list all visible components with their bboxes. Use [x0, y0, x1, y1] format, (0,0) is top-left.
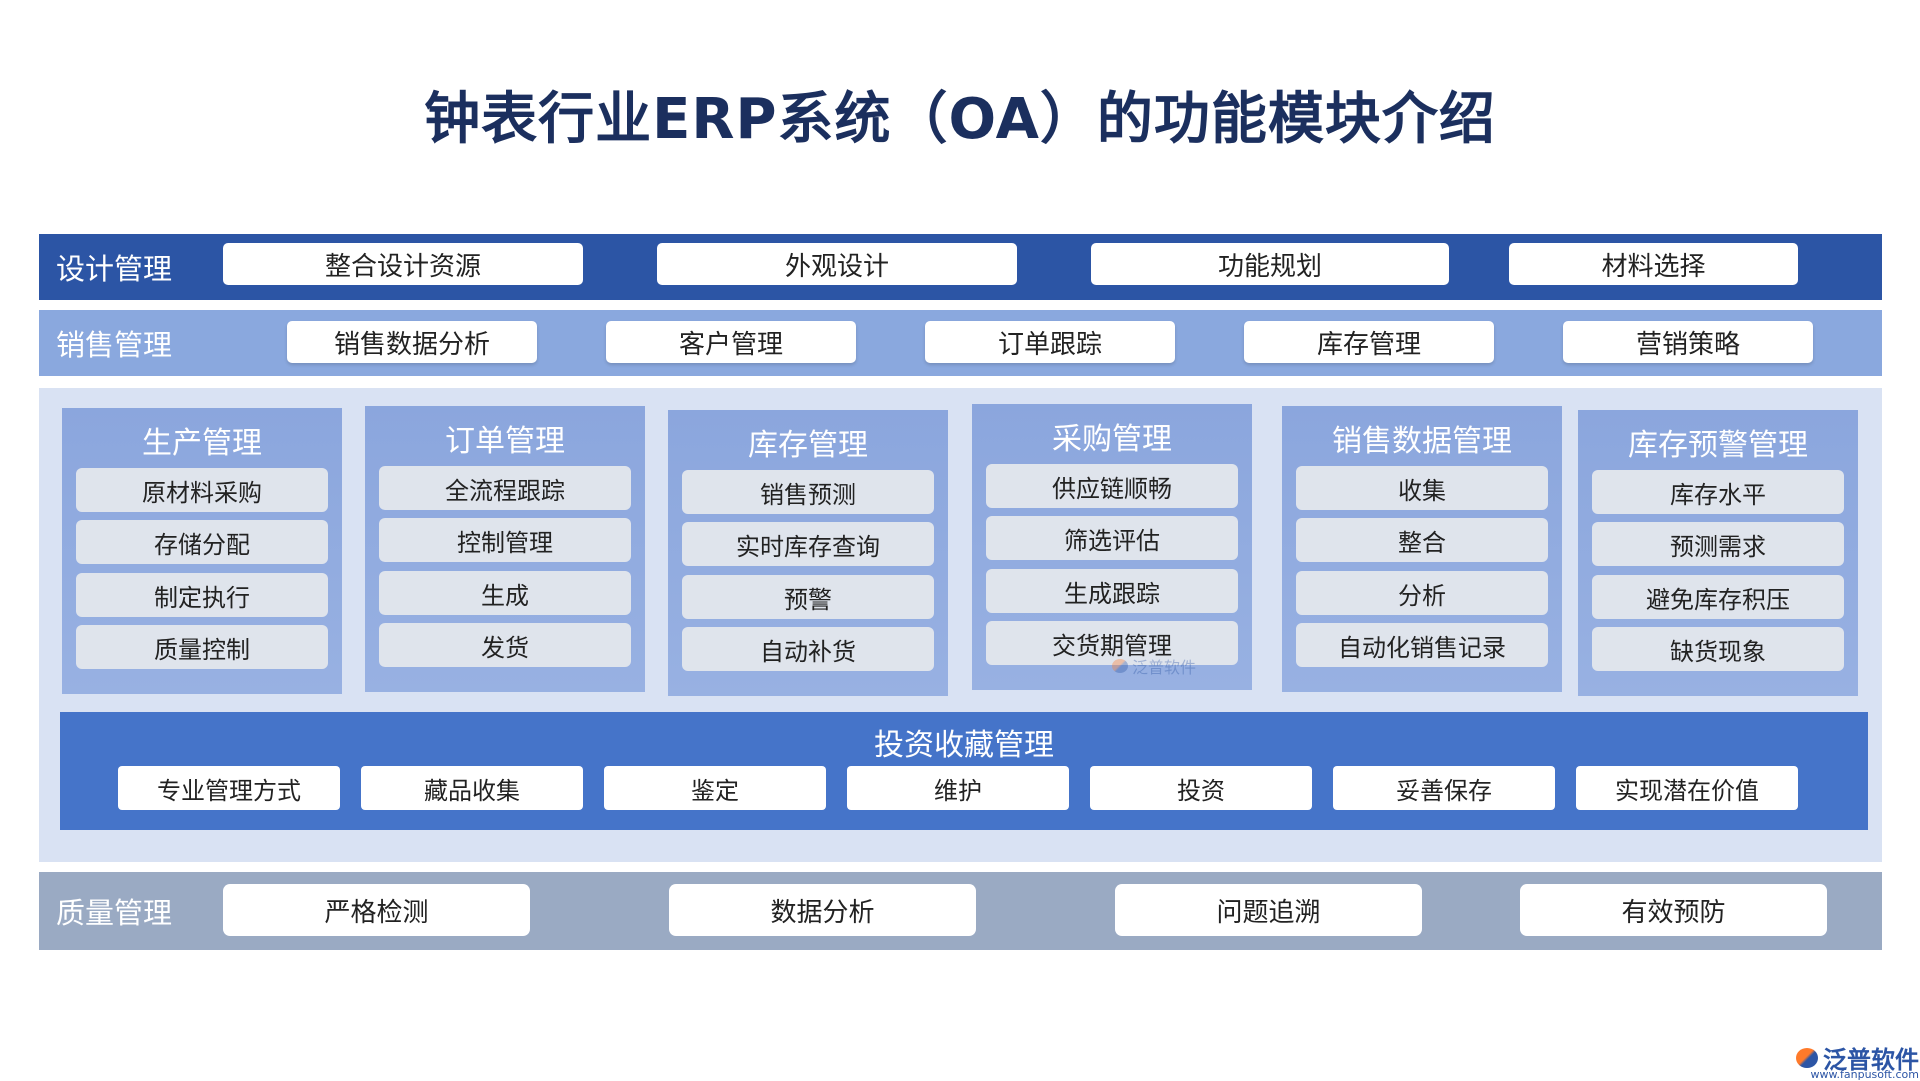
investment-item: 实现潜在价值	[1576, 766, 1798, 810]
module-item: 生成	[379, 571, 631, 615]
module-item: 预测需求	[1592, 522, 1844, 566]
module-item: 发货	[379, 623, 631, 667]
module-item: 供应链顺畅	[986, 464, 1238, 508]
module-title: 库存管理	[748, 428, 868, 463]
module-item: 控制管理	[379, 518, 631, 562]
module-title: 库存预警管理	[1628, 428, 1808, 463]
module-item: 生成跟踪	[986, 569, 1238, 613]
module-item: 自动补货	[682, 627, 934, 671]
quality-item: 数据分析	[669, 884, 976, 936]
module-column-inventory: 库存管理 销售预测 实时库存查询 预警 自动补货	[668, 410, 948, 696]
investment-item: 鉴定	[604, 766, 826, 810]
module-column-purchasing: 采购管理 供应链顺畅 筛选评估 生成跟踪 交货期管理	[972, 404, 1252, 690]
watermark-logo-icon	[1112, 659, 1128, 673]
design-item: 外观设计	[657, 243, 1017, 285]
watermark-text: 泛普软件	[1132, 658, 1197, 677]
module-item: 质量控制	[76, 625, 328, 669]
module-column-inventory-warning: 库存预警管理 库存水平 预测需求 避免库存积压 缺货现象	[1578, 410, 1858, 696]
watermark: 泛普软件	[1112, 654, 1196, 678]
design-item: 材料选择	[1509, 243, 1798, 285]
module-item: 销售预测	[682, 470, 934, 514]
brand-url: www.fanpusoft.com	[1810, 1068, 1919, 1081]
design-item: 整合设计资源	[223, 243, 583, 285]
investment-title: 投资收藏管理	[874, 728, 1054, 763]
investment-item: 专业管理方式	[118, 766, 340, 810]
quality-item: 问题追溯	[1115, 884, 1422, 936]
sales-item: 订单跟踪	[925, 321, 1175, 363]
module-item: 原材料采购	[76, 468, 328, 512]
quality-management-label: 质量管理	[56, 896, 173, 930]
investment-item: 投资	[1090, 766, 1312, 810]
module-item: 整合	[1296, 518, 1548, 562]
module-title: 订单管理	[445, 424, 565, 459]
investment-management-bar: 投资收藏管理 专业管理方式 藏品收集 鉴定 维护 投资 妥善保存 实现潜在价值	[60, 712, 1868, 830]
investment-item: 藏品收集	[361, 766, 583, 810]
brand-logo: 泛普软件 www.fanpusoft.com	[1796, 1040, 1919, 1081]
module-item: 分析	[1296, 571, 1548, 615]
module-item: 制定执行	[76, 573, 328, 617]
page-title: 钟表行业ERP系统（OA）的功能模块介绍	[424, 87, 1496, 152]
module-item: 库存水平	[1592, 470, 1844, 514]
module-title: 采购管理	[1052, 422, 1172, 457]
design-management-label: 设计管理	[56, 252, 173, 286]
design-item: 功能规划	[1091, 243, 1449, 285]
investment-item: 维护	[847, 766, 1069, 810]
module-item: 全流程跟踪	[379, 466, 631, 510]
module-item: 收集	[1296, 466, 1548, 510]
design-management-bar: 设计管理 整合设计资源 外观设计 功能规划 材料选择	[39, 234, 1882, 300]
module-item: 存储分配	[76, 520, 328, 564]
module-item: 交货期管理	[986, 621, 1238, 665]
module-item: 避免库存积压	[1592, 575, 1844, 619]
module-item: 预警	[682, 575, 934, 619]
brand-logo-icon	[1796, 1047, 1818, 1068]
sales-item: 销售数据分析	[287, 321, 537, 363]
sales-item: 库存管理	[1244, 321, 1494, 363]
sales-management-bar: 销售管理 销售数据分析 客户管理 订单跟踪 库存管理 营销策略	[39, 310, 1882, 376]
quality-item: 有效预防	[1520, 884, 1827, 936]
module-item: 实时库存查询	[682, 522, 934, 566]
module-item: 缺货现象	[1592, 627, 1844, 671]
module-title: 生产管理	[142, 426, 262, 461]
quality-item: 严格检测	[223, 884, 530, 936]
quality-management-bar: 质量管理 严格检测 数据分析 问题追溯 有效预防	[39, 872, 1882, 950]
investment-item: 妥善保存	[1333, 766, 1555, 810]
brand-name: 泛普软件	[1823, 1046, 1919, 1074]
sales-item: 客户管理	[606, 321, 856, 363]
module-column-sales-data: 销售数据管理 收集 整合 分析 自动化销售记录	[1282, 406, 1562, 692]
module-column-orders: 订单管理 全流程跟踪 控制管理 生成 发货	[365, 406, 645, 692]
module-item: 自动化销售记录	[1296, 623, 1548, 667]
module-item: 筛选评估	[986, 516, 1238, 560]
sales-item: 营销策略	[1563, 321, 1813, 363]
module-title: 销售数据管理	[1332, 424, 1512, 459]
module-column-production: 生产管理 原材料采购 存储分配 制定执行 质量控制	[62, 408, 342, 694]
sales-management-label: 销售管理	[56, 328, 173, 362]
